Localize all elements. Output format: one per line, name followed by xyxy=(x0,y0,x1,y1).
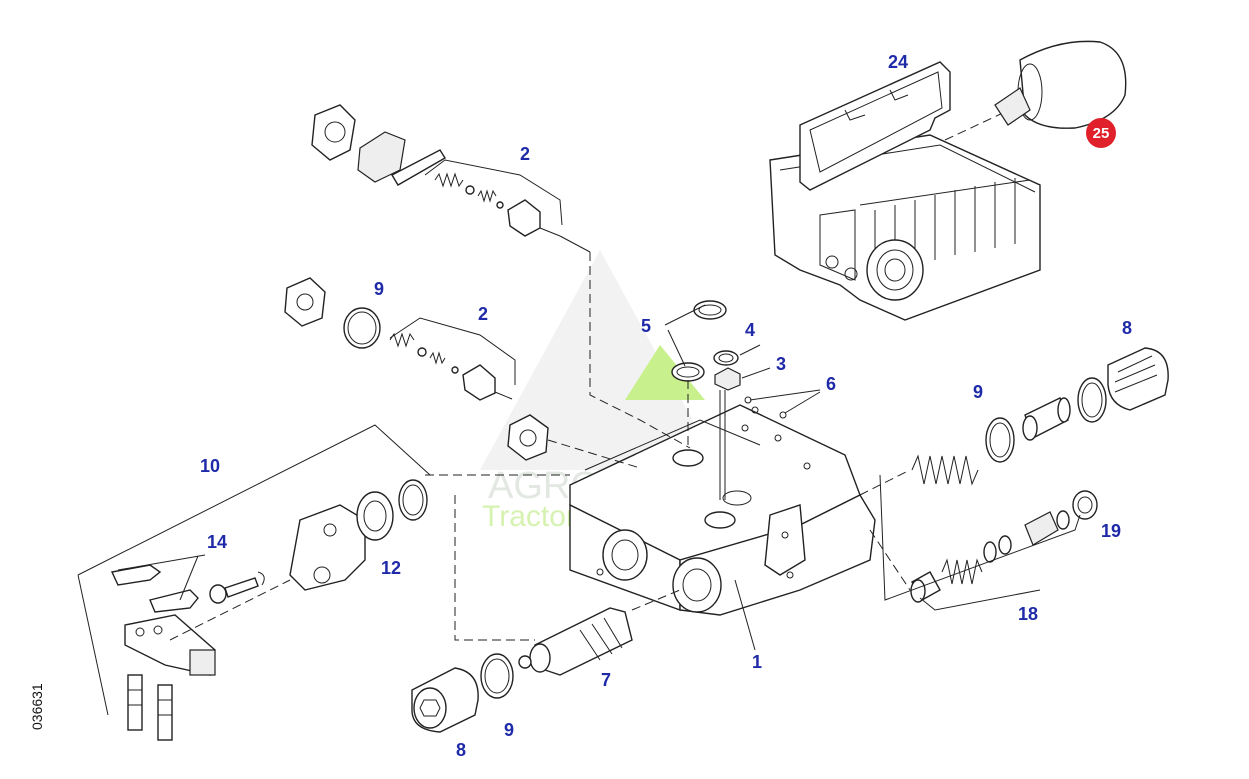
clip-connector-upper xyxy=(357,131,406,183)
valve-insert-right-lower xyxy=(1024,511,1059,546)
callout-7: 7 xyxy=(601,670,611,690)
spring-middle-a xyxy=(389,332,415,348)
module-port xyxy=(866,239,924,301)
callout-6: 6 xyxy=(826,374,836,394)
watermark-logo xyxy=(480,250,720,470)
callout-3: 3 xyxy=(776,354,786,374)
callout-25: 25 xyxy=(1093,125,1110,142)
spring-upper-b xyxy=(477,189,497,203)
callout-9-middle: 9 xyxy=(374,279,384,299)
callout-24: 24 xyxy=(888,52,908,72)
callout-25-badge xyxy=(1086,118,1116,148)
callout-9-bottom: 9 xyxy=(504,720,514,740)
lever-bracket xyxy=(289,504,366,591)
pin-left xyxy=(127,674,143,731)
spring-upper-a xyxy=(434,172,464,188)
callout-4: 4 xyxy=(745,320,755,340)
construction-lines xyxy=(425,252,911,641)
o-ring-4 xyxy=(713,350,739,366)
o-ring-bottom-9 xyxy=(480,653,514,699)
leader-lines xyxy=(77,159,1081,716)
ball-bottom xyxy=(518,655,532,669)
valve-port-left xyxy=(602,529,648,581)
spool-7 xyxy=(534,607,633,676)
lever-plate-upper xyxy=(391,149,446,186)
clip-14b xyxy=(149,589,199,613)
valve-port-top-b xyxy=(704,511,736,529)
callout-2-upper: 2 xyxy=(520,144,530,164)
module-housing xyxy=(769,134,1041,321)
o-ring-right-upper-b xyxy=(1077,377,1107,423)
valve-block xyxy=(569,404,876,616)
callout-2-middle: 2 xyxy=(478,304,488,324)
plug-3 xyxy=(714,367,741,391)
solenoid-cap-upper xyxy=(311,104,356,161)
callout-12: 12 xyxy=(381,558,401,578)
watermark-logo-accent xyxy=(625,345,705,400)
gasket xyxy=(799,61,951,191)
callouts: 1 2 2 3 4 5 6 7 8 8 9 9 9 10 12 14 18 19… xyxy=(200,52,1132,760)
seal-12 xyxy=(356,491,394,541)
o-ring-right-upper-9 xyxy=(985,417,1015,463)
callout-1: 1 xyxy=(752,652,762,672)
callout-19: 19 xyxy=(1101,521,1121,541)
filter-nozzle xyxy=(994,87,1031,126)
spring-right-upper xyxy=(911,454,979,486)
dowel-6b xyxy=(751,406,759,414)
callout-10: 10 xyxy=(200,456,220,476)
callout-8-bottom: 8 xyxy=(456,740,466,760)
gear-cap-middle xyxy=(507,414,549,461)
cap-19 xyxy=(1072,490,1098,520)
pin-right xyxy=(157,684,173,741)
callout-14: 14 xyxy=(207,532,227,552)
plug-right-upper-8 xyxy=(1107,347,1169,411)
clip-14a xyxy=(110,564,162,586)
solenoid-cap-middle xyxy=(284,277,326,327)
solenoid-plunger-middle xyxy=(462,364,496,401)
o-ring-middle xyxy=(343,307,381,349)
callout-18: 18 xyxy=(1018,604,1038,624)
solenoid-assembly-upper xyxy=(311,104,591,253)
electronic-module-assembly xyxy=(769,40,1127,321)
callout-9-right: 9 xyxy=(973,382,983,402)
right-lower-assembly xyxy=(910,490,1098,603)
solenoid-plunger-upper xyxy=(507,199,541,237)
spring-right-lower xyxy=(941,558,983,585)
spring-middle-b xyxy=(429,351,446,365)
callout-8-right: 8 xyxy=(1122,318,1132,338)
valve-port-right xyxy=(672,557,722,613)
document-id: 036631 xyxy=(29,683,45,730)
valve-flange xyxy=(764,504,806,576)
dowel-6c xyxy=(779,411,787,419)
valve-port-top-a xyxy=(672,449,704,467)
screw xyxy=(224,577,259,598)
solenoid-assembly-middle xyxy=(284,277,549,461)
lever-assembly xyxy=(110,479,428,741)
right-upper-assembly xyxy=(859,347,1169,496)
callout-5: 5 xyxy=(641,316,651,336)
filter-canister xyxy=(1019,40,1127,129)
bottom-spool-assembly xyxy=(411,589,681,733)
